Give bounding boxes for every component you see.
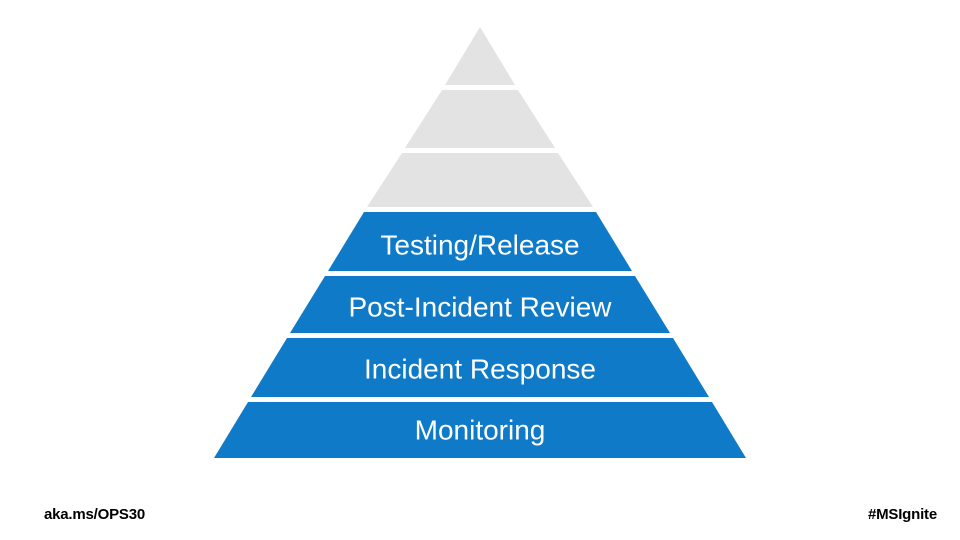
pyramid-layer-3-shape[interactable] [328,212,632,271]
pyramid-layer-1-shape[interactable] [405,90,555,148]
pyramid-layer-3-label: Testing/Release [380,229,579,260]
pyramid-layer-6-shape[interactable] [214,402,746,458]
pyramid-layer-5-label: Incident Response [364,353,596,384]
pyramid-layer-4-label: Post-Incident Review [348,291,612,322]
pyramid-layer-3[interactable]: Testing/Release [328,212,632,271]
pyramid-layer-6-label: Monitoring [415,414,546,445]
pyramid-layer-5[interactable]: Incident Response [251,338,709,397]
footer-short-url[interactable]: aka.ms/OPS30 [44,506,146,523]
pyramid-layer-5-shape[interactable] [251,338,709,397]
pyramid-layer-0-shape[interactable] [445,27,515,85]
pyramid-layer-4[interactable]: Post-Incident Review [290,276,670,333]
pyramid-layer-2-shape[interactable] [367,153,593,207]
pyramid-layer-4-shape[interactable] [290,276,670,333]
pyramid-diagram: Testing/Release Post-Incident Review Inc… [214,27,746,458]
footer-hashtag[interactable]: #MSIgnite [867,506,937,523]
pyramid-svg: Testing/Release Post-Incident Review Inc… [214,27,746,458]
pyramid-layer-6[interactable]: Monitoring [214,402,746,458]
slide-footer: aka.ms/OPS30 #MSIgnite [0,480,960,540]
